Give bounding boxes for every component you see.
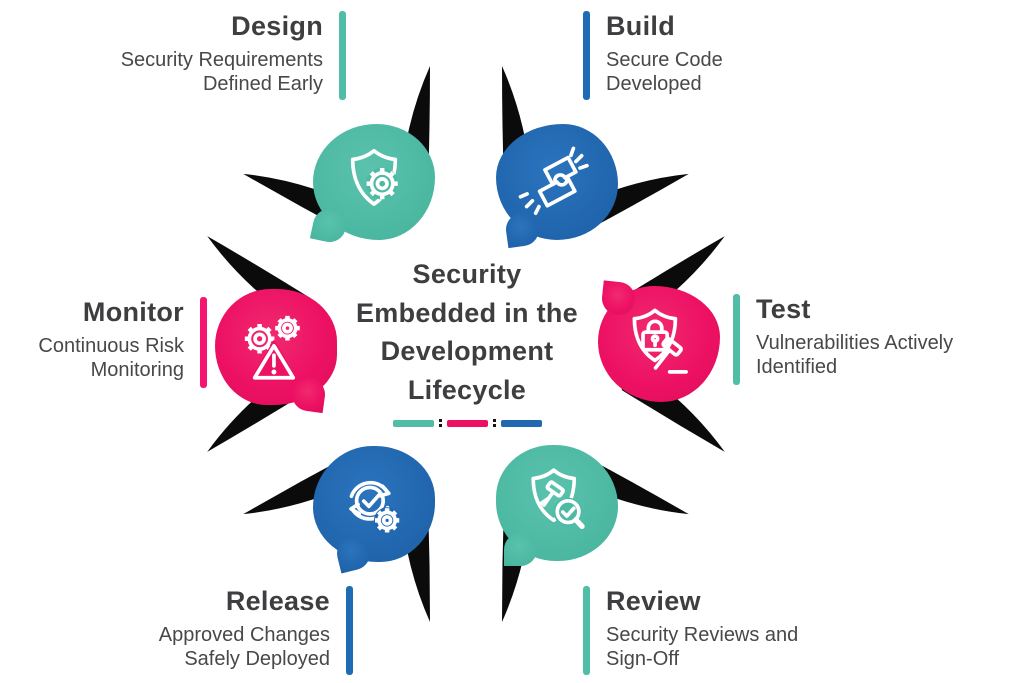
release-title: Release (225, 586, 330, 616)
pink-dash (446, 419, 488, 427)
design-stage-blob (313, 124, 435, 240)
teal-dash (392, 419, 434, 427)
test-stage-label: Test Vulnerabilities Actively Identified (733, 294, 1020, 385)
release-stage-blob (313, 446, 435, 562)
shield-gear-icon (350, 148, 399, 206)
monitor-stage-label: Monitor Continuous Risk Monitoring (0, 297, 207, 388)
build-title: Build (606, 11, 675, 41)
design-accent-bar (339, 11, 346, 100)
blue-dash (500, 419, 542, 427)
review-title: Review (606, 586, 701, 616)
review-stage-blob (496, 445, 618, 566)
build-stage-blob (496, 124, 618, 240)
build-accent-bar (583, 11, 590, 100)
monitor-title: Monitor (82, 297, 184, 327)
build-stage-label: Build Secure Code Developed (583, 11, 843, 100)
release-stage-label: Release Approved Changes Safely Deployed (94, 586, 353, 675)
design-description: Security Requirements Defined Early (120, 49, 323, 96)
puzzle-pieces-icon (518, 146, 589, 216)
release-accent-bar (346, 586, 353, 675)
review-stage-label: Review Security Reviews and Sign-Off (583, 586, 883, 675)
monitor-stage-blob (215, 289, 337, 405)
center-accent-dashes (317, 419, 617, 427)
refresh-check-gear-icon (349, 480, 401, 534)
test-description: Vulnerabilities Actively Identified (756, 332, 954, 379)
center-title: Security Embedded in the Development Lif… (355, 259, 579, 405)
dot-separator (438, 419, 442, 427)
test-accent-bar (733, 294, 740, 385)
design-title: Design (231, 11, 323, 41)
test-stage-blob (598, 286, 720, 402)
review-accent-bar (583, 586, 590, 675)
review-description: Security Reviews and Sign-Off (606, 624, 799, 671)
gears-warning-icon (244, 315, 300, 382)
test-title: Test (756, 294, 811, 324)
shield-lock-gavel-icon (632, 308, 688, 374)
dot-separator (492, 419, 496, 427)
monitor-accent-bar (200, 297, 207, 388)
monitor-description: Continuous Risk Monitoring (38, 335, 184, 382)
shield-gavel-magnifier-icon (531, 468, 585, 530)
design-stage-label: Design Security Requirements Defined Ear… (55, 11, 346, 100)
release-description: Approved Changes Safely Deployed (158, 624, 330, 671)
build-description: Secure Code Developed (606, 49, 723, 96)
